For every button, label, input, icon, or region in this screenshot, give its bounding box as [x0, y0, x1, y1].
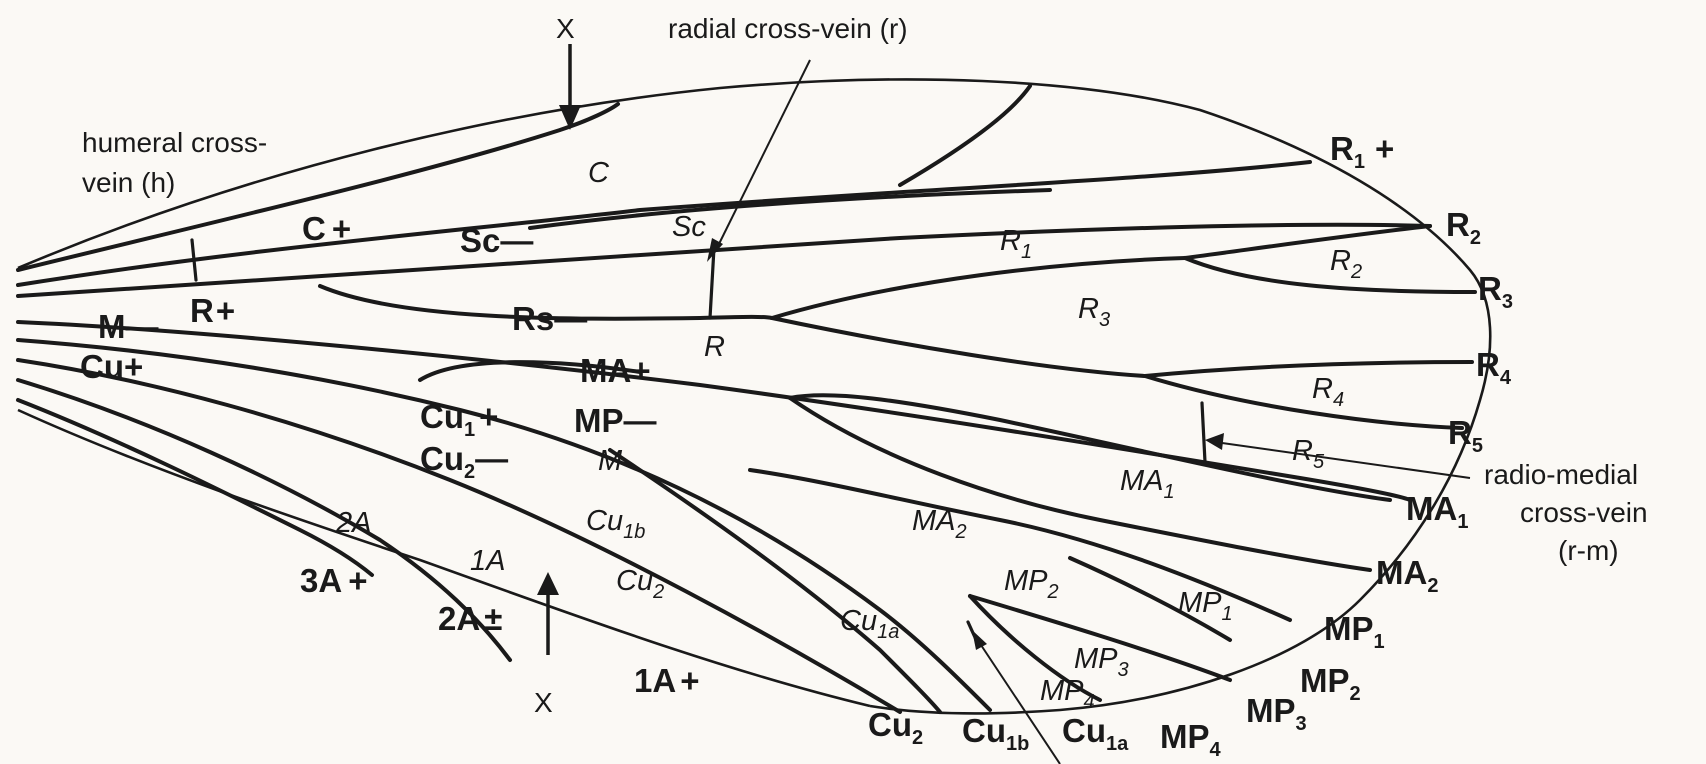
vein-r2 [1183, 224, 1432, 260]
wing-outline-anterior [17, 78, 1492, 715]
cell-mp4: MP4 [1040, 675, 1095, 713]
label-cu2-minus: Cu2— [420, 440, 508, 483]
label-cu2-margin: Cu2 [868, 706, 923, 749]
radial-cross-vein [708, 246, 716, 320]
label-r3-margin: R3 [1478, 270, 1513, 313]
vein-sc [16, 160, 1312, 287]
label-r1-plus: R1+ [1330, 130, 1394, 173]
label-cu-plus: Cu+ [80, 348, 143, 385]
x-top-arrowhead [559, 105, 581, 130]
label-mp3-margin: MP3 [1246, 692, 1307, 735]
label-ma2-margin: MA2 [1376, 554, 1438, 597]
vein-r4 [1143, 360, 1474, 378]
radial-cross-vein-label: radial cross-vein (r) [668, 13, 908, 44]
label-r-plus: R+ [190, 292, 235, 329]
veins [16, 84, 1477, 714]
vein-r3 [1183, 256, 1477, 294]
label-r2-margin: R2 [1446, 206, 1481, 249]
label-m-minus: M— [98, 308, 159, 345]
radial-cross-vein-leader-head [707, 238, 723, 262]
label-2a-plusminus: 2A± [438, 600, 502, 637]
mp-cross-vein-leader-head [972, 630, 987, 650]
mp-cross-vein-leader [974, 635, 1061, 764]
radio-medial-label-line2: cross-vein [1520, 497, 1648, 528]
label-r4-margin: R4 [1476, 346, 1512, 389]
cell-r1: R1 [1000, 225, 1032, 263]
vein-r5 [1143, 374, 1464, 430]
vein-ma-loop [418, 360, 642, 382]
radio-medial-cross-vein [1200, 401, 1207, 464]
label-sc-minus: Sc— [460, 222, 533, 259]
humeral-label-line2: vein (h) [82, 167, 175, 198]
cell-2a: 2A [335, 507, 371, 539]
vein-cu [16, 338, 992, 712]
label-cu1b-margin: Cu1b [962, 712, 1029, 755]
radial-cross-vein-leader [714, 59, 811, 253]
vein-mp4 [968, 594, 1102, 702]
cell-cu1b: Cu1b [586, 505, 645, 543]
vein-m [16, 320, 1412, 502]
label-cu1a-margin: Cu1a [1062, 712, 1129, 755]
cell-c: C [588, 157, 610, 189]
label-mp2-margin: MP2 [1300, 662, 1361, 705]
vein-ma2 [788, 393, 1392, 502]
cell-mp2: MP2 [1004, 565, 1059, 603]
label-1a-plus: 1A+ [634, 662, 699, 699]
cell-r: R [704, 331, 725, 363]
label-3a-plus: 3A+ [300, 562, 367, 599]
cell-m: M [598, 445, 623, 477]
vein-mp2 [748, 468, 1292, 622]
x-bottom-label: X [534, 687, 553, 718]
vein-r1-apex [898, 84, 1032, 187]
cell-sc: Sc [672, 211, 706, 243]
cell-ma1: MA1 [1120, 465, 1175, 503]
label-mp1-margin: MP1 [1324, 610, 1385, 653]
radio-medial-label-line1: radio-medial [1484, 459, 1638, 490]
vein-r [16, 222, 1432, 298]
radio-medial-label-line3: (r-m) [1558, 535, 1619, 566]
wing-outline-posterior [17, 408, 871, 708]
x-top-label: X [556, 13, 575, 44]
cell-r5: R5 [1292, 435, 1325, 473]
label-cu1-plus: Cu1+ [420, 398, 498, 441]
humeral-cross-vein [190, 238, 198, 282]
cell-mp3: MP3 [1074, 643, 1129, 681]
cell-r4: R4 [1312, 373, 1344, 411]
cell-r2: R2 [1330, 245, 1362, 283]
vein-rs [318, 284, 774, 321]
label-rs-minus: Rs— [512, 300, 587, 337]
vein-cu1a [608, 448, 942, 714]
vein-mp3 [968, 594, 1232, 682]
vein-r4-stem [770, 316, 1147, 378]
label-ma1-margin: MA1 [1406, 490, 1468, 533]
vein-mp-lower [1068, 556, 1232, 642]
label-c-plus: C+ [302, 210, 351, 247]
cell-cu2: Cu2 [616, 565, 664, 603]
label-mp-minus: MP— [574, 402, 657, 439]
vein-cu2 [16, 358, 902, 714]
label-r5-margin: R5 [1448, 414, 1483, 457]
humeral-label-line1: humeral cross- [82, 127, 267, 158]
cell-ma2: MA2 [912, 505, 967, 543]
cell-1a: 1A [470, 545, 505, 577]
vein-sc-branch [528, 188, 1052, 230]
vein-r2-stem [770, 256, 1187, 320]
vein-1a [16, 378, 512, 662]
radio-medial-leader [1214, 441, 1471, 479]
vein-mp1 [788, 396, 1372, 572]
label-ma-plus: MA+ [580, 352, 651, 389]
x-bottom-arrowhead [537, 572, 559, 595]
label-mp4-margin: MP4 [1160, 718, 1222, 761]
cell-r3: R3 [1078, 293, 1110, 331]
cell-mp1: MP1 [1178, 587, 1233, 625]
vein-c [16, 102, 620, 272]
cell-cu1a: Cu1a [840, 605, 899, 643]
vein-2a [16, 398, 374, 577]
radio-medial-leader-head [1205, 433, 1224, 450]
